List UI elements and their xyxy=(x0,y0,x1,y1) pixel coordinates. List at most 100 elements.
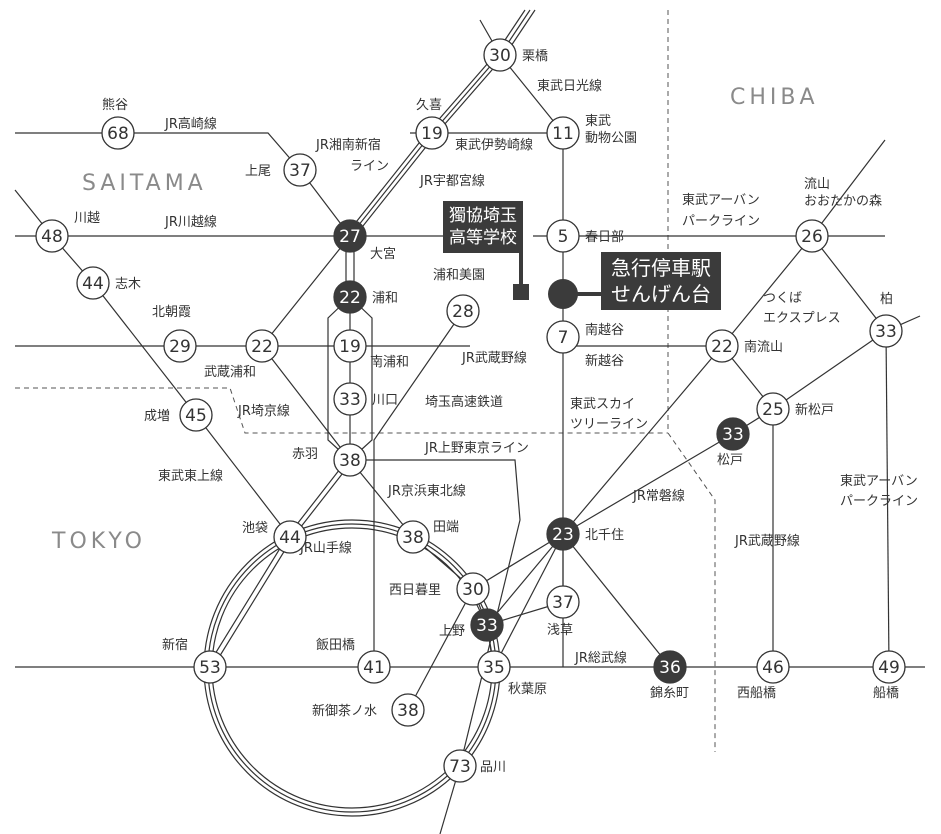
travel-minutes: 25 xyxy=(762,400,784,420)
station-name: 川越 xyxy=(74,211,100,226)
station: 37 浅草 xyxy=(546,585,580,638)
express-stop-label: 急行停車駅 xyxy=(611,256,711,280)
station-name: 浦和美園 xyxy=(433,268,485,283)
station-circle xyxy=(35,219,69,253)
station-circle xyxy=(415,116,449,150)
station-name: 浅草 xyxy=(547,623,573,638)
station-name: 春日部 xyxy=(585,230,624,245)
travel-minutes: 33 xyxy=(875,322,897,342)
station-circle xyxy=(446,294,480,328)
line-label: ツリーライン xyxy=(570,417,648,432)
travel-minutes: 73 xyxy=(449,757,471,777)
station-name: 動物公園 xyxy=(585,131,637,146)
line-label: JR総武線 xyxy=(574,650,627,666)
line-label: JR常磐線 xyxy=(632,488,685,504)
station-name: 上野 xyxy=(439,624,465,639)
travel-minutes: 36 xyxy=(659,658,681,678)
line-label: JR川越線 xyxy=(164,214,217,230)
station-circle xyxy=(756,392,790,426)
station-name: 松戸 xyxy=(717,453,743,468)
line-label: JR高崎線 xyxy=(164,116,217,132)
station-name: 武蔵浦和 xyxy=(204,365,256,380)
station-name: 北朝霞 xyxy=(152,305,191,320)
station-name: 久喜 xyxy=(416,98,442,113)
station-circle xyxy=(163,329,197,363)
station-circle xyxy=(443,749,477,783)
travel-minutes: 28 xyxy=(452,302,474,322)
school-name-line2: 高等学校 xyxy=(449,228,517,248)
travel-minutes: 7 xyxy=(558,328,569,348)
station-name: 志木 xyxy=(115,277,141,292)
line-label: エクスプレス xyxy=(763,311,841,326)
line-label: 東武日光線 xyxy=(537,78,602,94)
travel-minutes: 44 xyxy=(82,274,104,294)
station-name: 田端 xyxy=(433,520,459,535)
station-name: おおたかの森 xyxy=(804,194,882,209)
station-name: 南流山 xyxy=(744,339,783,355)
line-label: JR武蔵野線 xyxy=(461,350,527,366)
prefecture-borders xyxy=(15,10,716,752)
travel-minutes: 19 xyxy=(421,124,443,144)
line-label: 東武アーバン xyxy=(840,473,918,489)
station: 33柏 xyxy=(869,292,903,348)
station-circle xyxy=(795,219,829,253)
sengendai-station-name: せんげん台 xyxy=(611,282,711,306)
station-name: 西船橋 xyxy=(737,686,776,701)
line-label: JR山手線 xyxy=(299,540,352,556)
station-name: 流山 xyxy=(804,177,830,192)
station-circle xyxy=(546,320,580,354)
station-name-2: 新越谷 xyxy=(585,353,624,369)
station-circle xyxy=(333,219,367,253)
line-label: JR宇都宮線 xyxy=(419,173,485,189)
line-label: 東武伊勢崎線 xyxy=(455,137,533,153)
travel-minutes: 33 xyxy=(339,390,361,410)
station-name: 川口 xyxy=(372,393,398,408)
station-circle xyxy=(333,280,367,314)
station-name: 錦糸町 xyxy=(650,685,689,701)
station-circle xyxy=(483,38,517,72)
station-name: 浦和 xyxy=(372,291,398,306)
station-circle xyxy=(546,517,580,551)
travel-minutes: 45 xyxy=(185,406,207,426)
station-circle xyxy=(456,572,490,606)
travel-minutes: 38 xyxy=(397,701,419,721)
station-circle xyxy=(546,116,580,150)
travel-minutes: 37 xyxy=(552,593,574,613)
travel-minutes: 48 xyxy=(41,227,63,247)
line-label: ライン xyxy=(350,159,389,174)
station-circle xyxy=(546,585,580,619)
station-name: 新宿 xyxy=(162,637,188,653)
station-circle xyxy=(869,314,903,348)
line-label: パークライン xyxy=(840,494,918,509)
travel-minutes: 30 xyxy=(489,46,511,66)
station-name: 新松戸 xyxy=(795,402,834,418)
station-circle xyxy=(546,219,580,253)
station: 48 川越 xyxy=(35,211,100,253)
station-name: 南浦和 xyxy=(370,354,409,370)
station-name: 大宮 xyxy=(370,246,396,262)
station-circle xyxy=(193,650,227,684)
station-circle xyxy=(179,398,213,432)
station-circle xyxy=(756,650,790,684)
line-label: パークライン xyxy=(682,214,760,229)
station-circle xyxy=(76,266,110,300)
station-name: 秋葉原 xyxy=(508,682,547,697)
station-circle xyxy=(391,693,425,727)
